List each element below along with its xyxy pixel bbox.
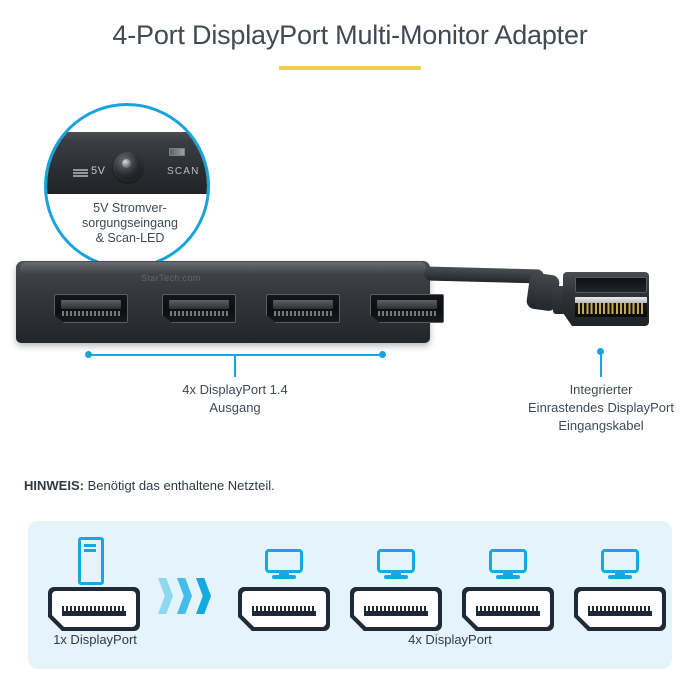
output-annotation-line-1: 4x DisplayPort 1.4 [182, 382, 288, 397]
brand-name: StarTech [141, 273, 180, 283]
input-annotation-line-3: Eingangskabel [558, 418, 644, 433]
bracket-endpoint-left [85, 351, 92, 358]
output-leader-stem [234, 355, 236, 377]
input-annotation-line-2: Einrastendes DisplayPort [528, 400, 674, 415]
dc-power-jack-icon [113, 152, 143, 182]
callout-caption-line-1: 5V Stromver- [93, 201, 167, 215]
page-title: 4-Port DisplayPort Multi-Monitor Adapter [112, 20, 588, 50]
monitor-icon-1 [265, 549, 303, 581]
flow-arrow-1-icon [158, 578, 173, 614]
device-displayport-3 [266, 294, 340, 323]
note-text: Benötigt das enthaltene Netzteil. [87, 478, 275, 493]
flow-arrow-3-icon [196, 578, 211, 614]
adapter-device-photo: StarTech.com [16, 261, 444, 343]
input-annotation-line-1: Integrierter [569, 382, 633, 397]
input-displayport-icon [48, 587, 140, 631]
callout-power-scan: 5V SCAN 5V Stromver- sorgungseingang & S… [44, 103, 210, 269]
input-panel-label: 1x DisplayPort [53, 632, 137, 647]
note-line: HINWEIS: Benötigt das enthaltene Netztei… [24, 478, 275, 493]
device-side-panel-photo: 5V SCAN [47, 132, 207, 194]
note-prefix: HINWEIS: [24, 478, 84, 493]
device-displayport-2 [162, 294, 236, 323]
output-displayport-icon-1 [238, 587, 330, 631]
power-port-label: 5V [91, 165, 106, 177]
monitor-icon-2 [377, 549, 415, 581]
integrated-cable [423, 266, 561, 312]
desktop-tower-icon [78, 537, 104, 585]
startech-logo: StarTech.com [141, 269, 201, 284]
displayport-male-plug [553, 272, 649, 326]
callout-caption-line-3: & Scan-LED [95, 231, 165, 245]
plug-gold-pins [578, 303, 644, 314]
callout-caption-line-2: sorgungseingang [82, 216, 178, 230]
output-panel-label: 4x DisplayPort [408, 632, 492, 647]
monitor-icon-3 [489, 549, 527, 581]
title-underline-accent [279, 66, 421, 70]
scan-label: SCAN [167, 166, 200, 177]
callout-caption: 5V Stromver- sorgungseingang & Scan-LED [47, 201, 207, 246]
monitor-icon-4 [601, 549, 639, 581]
input-leader-stem [600, 351, 602, 377]
input-annotation: Integrierter Einrastendes DisplayPort Ei… [470, 381, 700, 435]
device-displayport-4 [370, 294, 444, 323]
output-displayport-icon-3 [462, 587, 554, 631]
scan-led-indicator [169, 148, 185, 156]
output-displayport-icon-2 [350, 587, 442, 631]
device-top-highlight [20, 262, 426, 274]
device-displayport-1 [54, 294, 128, 323]
brand-suffix: .com [179, 273, 201, 283]
input-leader-endpoint [597, 348, 604, 355]
flow-arrow-2-icon [177, 578, 192, 614]
output-annotation-line-2: Ausgang [209, 400, 261, 415]
output-annotation: 4x DisplayPort 1.4 Ausgang [110, 381, 360, 417]
output-displayport-icon-4 [574, 587, 666, 631]
power-symbol-icon [73, 169, 88, 177]
bracket-endpoint-right [379, 351, 386, 358]
